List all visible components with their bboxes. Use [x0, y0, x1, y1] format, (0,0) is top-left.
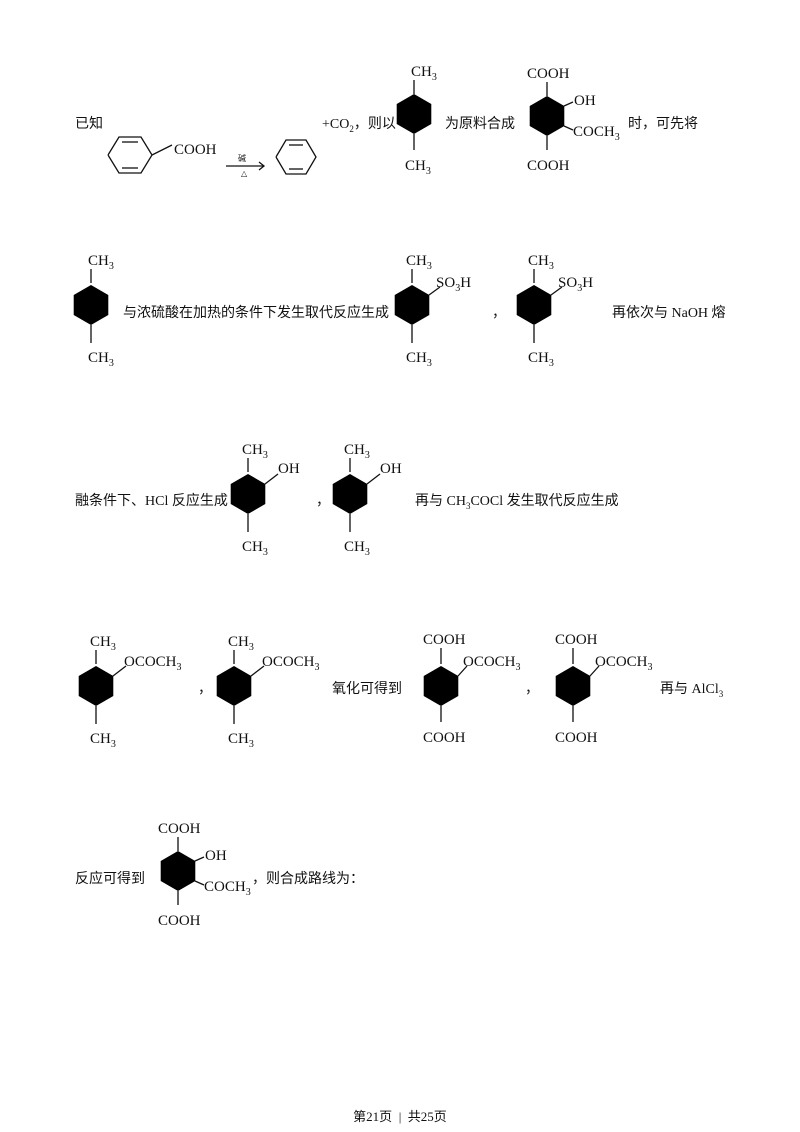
- svg-text:OCOCH3: OCOCH3: [124, 654, 182, 673]
- footer-separator: |: [398, 1109, 402, 1124]
- diacid-ester-structure-1: COOH OCOCH3 COOH: [423, 632, 521, 746]
- svg-text:CH3: CH3: [344, 539, 370, 558]
- text-then-ch3cocl: 再与 CH3COCl 发生取代反应生成: [415, 495, 619, 511]
- svg-text:COOH: COOH: [527, 158, 570, 174]
- svg-text:CH3: CH3: [242, 539, 268, 558]
- target-product-structure-1: COOH OH COCH3 COOH: [527, 66, 620, 174]
- text-comma-1: ，: [492, 306, 506, 321]
- text-when-first: 时，可先将: [628, 117, 698, 132]
- svg-text:COOH: COOH: [555, 632, 598, 648]
- text-comma-2: ，: [316, 494, 330, 509]
- svg-text:COOH: COOH: [158, 821, 201, 837]
- sulfonic-acid-structure-2: CH3 SO3H CH3: [516, 253, 593, 369]
- svg-text:COOH: COOH: [555, 730, 598, 746]
- svg-text:COCH3: COCH3: [573, 124, 620, 143]
- text-co2: +CO2，则以: [322, 118, 396, 134]
- svg-text:OH: OH: [380, 461, 402, 477]
- svg-text:CH3: CH3: [344, 442, 370, 461]
- svg-text:CH3: CH3: [88, 350, 114, 369]
- sulfonic-acid-structure-1: CH3 SO3H CH3: [394, 253, 471, 369]
- svg-text:SO3H: SO3H: [436, 275, 471, 294]
- text-comma-3: ，: [198, 682, 212, 697]
- benzene-structure: [275, 139, 317, 175]
- ester-structure-2: CH3 OCOCH3 CH3: [216, 634, 320, 750]
- svg-text:CH3: CH3: [90, 634, 116, 653]
- phenol-structure-2: CH3 OH CH3: [332, 442, 402, 558]
- svg-text:OCOCH3: OCOCH3: [595, 654, 653, 673]
- benzoic-acid-structure: COOH: [107, 136, 217, 174]
- svg-text:CH3: CH3: [228, 634, 254, 653]
- svg-text:CH3: CH3: [411, 64, 437, 83]
- target-product-structure-2: COOH OH COCH3 COOH: [158, 821, 251, 929]
- svg-text:SO3H: SO3H: [558, 275, 593, 294]
- ester-structure-1: CH3 OCOCH3 CH3: [78, 634, 182, 750]
- text-with-h2so4: 与浓硫酸在加热的条件下发生取代反应生成: [123, 306, 389, 321]
- co2-text: +CO: [322, 117, 350, 132]
- page-total: 共25页: [407, 1109, 447, 1124]
- svg-text:CH3: CH3: [406, 350, 432, 369]
- svg-text:CH3: CH3: [528, 350, 554, 369]
- then-use-text: ，则以: [353, 117, 396, 132]
- then-alcl3-text: 再与 AlCl: [660, 682, 719, 697]
- p-xylene-structure-2: CH3 CH3: [73, 253, 114, 369]
- svg-text:COOH: COOH: [423, 730, 466, 746]
- cooh-label: COOH: [174, 142, 217, 158]
- text-route: ，则合成路线为：: [252, 872, 364, 887]
- svg-text:OH: OH: [205, 848, 227, 864]
- text-known: 已知: [75, 117, 103, 132]
- page-number: 第21页: [353, 1109, 393, 1124]
- page-footer: 第21页 | 共25页: [0, 1106, 800, 1125]
- svg-text:OH: OH: [574, 93, 596, 109]
- ch3cocl-rest-text: COCl 发生取代反应生成: [470, 494, 619, 509]
- ch3cocl-subscript: 3: [465, 500, 471, 511]
- svg-text:COCH3: COCH3: [204, 879, 251, 898]
- svg-text:CH3: CH3: [528, 253, 554, 272]
- text-then-alcl3: 再与 AlCl3: [660, 683, 723, 699]
- svg-text:OCOCH3: OCOCH3: [463, 654, 521, 673]
- text-oxidize: 氧化可得到: [332, 682, 402, 697]
- text-molten: 融条件下、HCl 反应生成: [75, 494, 228, 509]
- then-ch3cocl-text: 再与 CH: [415, 494, 466, 509]
- p-xylene-structure-1: CH3 CH3: [396, 64, 437, 177]
- svg-text:OH: OH: [278, 461, 300, 477]
- svg-text:CH3: CH3: [406, 253, 432, 272]
- svg-text:CH3: CH3: [88, 253, 114, 272]
- svg-text:COOH: COOH: [158, 913, 201, 929]
- co2-subscript: 2: [349, 123, 354, 134]
- diacid-ester-structure-2: COOH OCOCH3 COOH: [555, 632, 653, 746]
- svg-text:CH3: CH3: [228, 731, 254, 750]
- svg-text:COOH: COOH: [423, 632, 466, 648]
- text-comma-4: ，: [525, 682, 539, 697]
- svg-text:CH3: CH3: [242, 442, 268, 461]
- text-as-raw: 为原料合成: [445, 117, 515, 132]
- svg-text:CH3: CH3: [405, 158, 431, 177]
- phenol-structure-1: CH3 OH CH3: [230, 442, 300, 558]
- alcl3-subscript: 3: [718, 688, 724, 699]
- text-then-naoh: 再依次与 NaOH 熔: [612, 306, 726, 321]
- svg-text:CH3: CH3: [90, 731, 116, 750]
- arrow-above-label: 碱: [238, 154, 246, 163]
- text-react-get: 反应可得到: [75, 872, 145, 887]
- arrow-below-label: △: [241, 169, 248, 178]
- reaction-arrow: 碱 △: [226, 154, 266, 178]
- svg-text:COOH: COOH: [527, 66, 570, 82]
- svg-text:OCOCH3: OCOCH3: [262, 654, 320, 673]
